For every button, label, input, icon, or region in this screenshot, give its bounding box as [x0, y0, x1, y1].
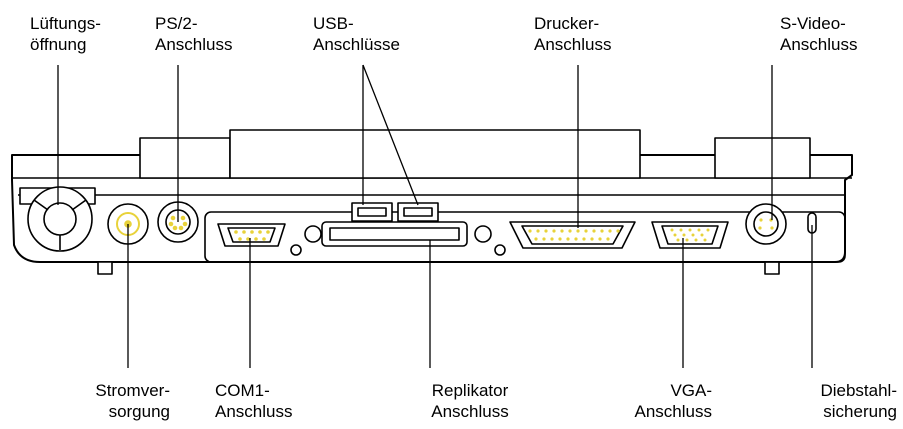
foot-right — [764, 261, 780, 275]
label-ps2: PS/2- Anschluss — [155, 14, 233, 54]
svideo-port — [745, 203, 787, 245]
label-power: Stromver- sorgung — [95, 381, 170, 421]
foot-left — [97, 261, 113, 275]
label-svideo: S-Video- Anschluss — [780, 14, 858, 54]
label-vga: VGA- Anschluss — [634, 381, 712, 421]
label-security: Diebstahl- sicherung — [820, 381, 897, 421]
vent-fan — [27, 186, 93, 252]
label-com1: COM1- Anschluss — [215, 381, 293, 421]
label-vent: Lüftungs- öffnung — [30, 14, 101, 54]
port-panel — [204, 211, 846, 263]
hinge-center — [229, 129, 641, 179]
label-usb: USB- Anschlüsse — [313, 14, 400, 54]
replicator-port — [321, 221, 468, 247]
label-replicator: Replikator Anschluss — [431, 381, 509, 421]
hinge-right — [714, 137, 811, 179]
leader-usb-2 — [362, 64, 419, 206]
com1-port — [217, 223, 286, 247]
label-printer: Drucker- Anschluss — [534, 14, 612, 54]
printer-port — [509, 221, 636, 249]
vga-port — [651, 221, 729, 249]
hinge-left — [139, 137, 231, 179]
